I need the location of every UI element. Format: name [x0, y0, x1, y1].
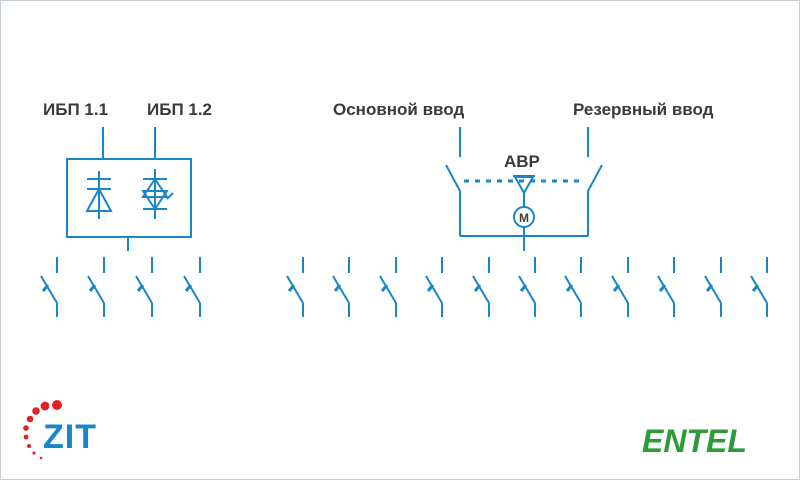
ats-breaker: [379, 257, 397, 317]
ups-1-2-label: ИБП 1.2: [147, 100, 212, 119]
reserve-input-switch: [587, 164, 603, 192]
diode-icon: [85, 171, 113, 219]
zit-logo: ZIT: [23, 400, 97, 460]
ats-breaker: [564, 257, 582, 317]
zit-logo-dots: [23, 400, 62, 460]
ups-block: [66, 158, 192, 238]
ats-breaker: [472, 257, 490, 317]
ats-breaker: [332, 257, 350, 317]
ats-breaker: [750, 257, 768, 317]
main-input-label: Основной ввод: [333, 100, 464, 119]
ats-breaker: [657, 257, 675, 317]
thyristor-icon: [141, 169, 174, 219]
ups-breaker: [183, 257, 201, 317]
ups-breaker: [135, 257, 153, 317]
entel-logo: ENTEL: [642, 423, 747, 459]
ups-breaker: [87, 257, 105, 317]
ats-breaker: [518, 257, 536, 317]
ats-actuator-icon: [513, 175, 535, 207]
ats-breaker: [286, 257, 304, 317]
main-input-switch: [445, 164, 461, 192]
ats-label: АВР: [504, 152, 540, 171]
motor-label: M: [519, 211, 529, 225]
zit-logo-text: ZIT: [43, 418, 97, 456]
reserve-input-label: Резервный ввод: [573, 100, 714, 119]
ats-breaker: [704, 257, 722, 317]
ats-breaker: [425, 257, 443, 317]
ups-1-1-label: ИБП 1.1: [43, 100, 108, 119]
ats-breaker: [611, 257, 629, 317]
ups-breaker: [40, 257, 58, 317]
